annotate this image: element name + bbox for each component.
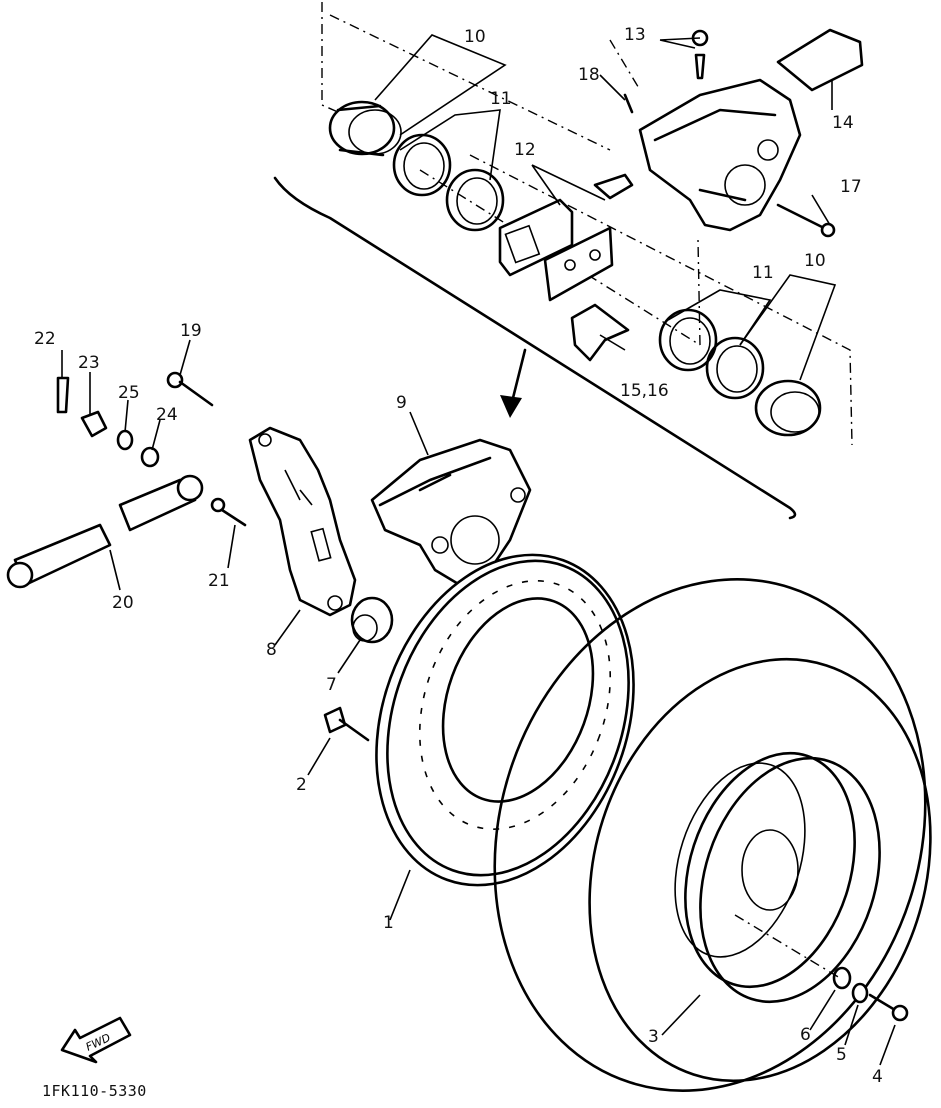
caliper-exploded-inset <box>273 2 864 520</box>
piston-lower <box>754 379 822 437</box>
label-part-3: 3 <box>648 1027 659 1047</box>
pad-clip-upper <box>593 173 634 200</box>
washer-25 <box>116 429 134 451</box>
fwd-arrow: FWD <box>60 1016 132 1064</box>
drawing-code: 1FK110-5330 <box>42 1082 147 1100</box>
nut <box>80 410 108 438</box>
label-part-24: 24 <box>156 405 178 425</box>
label-part-18: 18 <box>578 65 600 85</box>
label-part-2: 2 <box>296 775 307 795</box>
bolt-19 <box>166 371 214 407</box>
label-part-8: 8 <box>266 640 277 660</box>
piston-upper <box>328 100 402 157</box>
leader-lines <box>61 37 896 1066</box>
inset-frame-left <box>273 176 797 520</box>
washer-5 <box>851 982 869 1004</box>
label-part-14: 14 <box>832 113 854 133</box>
label-part-19: 19 <box>180 321 202 341</box>
piston-seal-lower <box>658 308 765 400</box>
label-part-7: 7 <box>326 675 337 695</box>
bolt-21 <box>210 497 247 527</box>
torque-rod <box>6 474 204 589</box>
label-part-6: 6 <box>800 1025 811 1045</box>
label-part-5: 5 <box>836 1045 847 1065</box>
label-part-1: 1 <box>383 913 394 933</box>
label-part-11-upper: 11 <box>490 89 512 109</box>
collar <box>350 596 394 644</box>
label-part-10-lower: 10 <box>804 251 826 271</box>
bolt-4 <box>868 993 909 1022</box>
label-part-11-lower: 11 <box>752 263 774 283</box>
pad-pin-screw <box>623 93 634 114</box>
part-labels: 1 2 3 4 5 6 7 8 9 10 10 11 11 12 13 14 1… <box>34 25 883 1087</box>
brake-pads <box>498 198 614 302</box>
caliper-cover <box>776 28 864 92</box>
label-part-12: 12 <box>514 140 536 160</box>
caliper-body-inset <box>638 78 802 232</box>
label-part-9: 9 <box>396 393 407 413</box>
label-part-4: 4 <box>872 1067 883 1087</box>
label-part-21: 21 <box>208 571 230 591</box>
brake-disc <box>375 553 635 887</box>
assembly-arrow <box>500 348 527 418</box>
bolt-2 <box>323 706 370 742</box>
label-part-13: 13 <box>624 25 646 45</box>
washer-6 <box>832 966 852 990</box>
label-part-25: 25 <box>118 383 140 403</box>
label-part-17: 17 <box>840 177 862 197</box>
washer-24 <box>140 446 160 468</box>
caliper-bracket <box>248 426 357 617</box>
piston-seal-upper <box>392 133 505 232</box>
label-part-20: 20 <box>112 593 134 613</box>
label-part-10-upper: 10 <box>464 27 486 47</box>
caliper-assembly <box>370 438 532 587</box>
cotter-pin <box>56 376 70 414</box>
label-part-22: 22 <box>34 329 56 349</box>
pin-bolt <box>776 203 830 232</box>
wheel <box>493 578 932 1092</box>
label-part-15-16: 15,16 <box>620 381 669 401</box>
pad-spring <box>570 303 630 362</box>
label-part-23: 23 <box>78 353 100 373</box>
